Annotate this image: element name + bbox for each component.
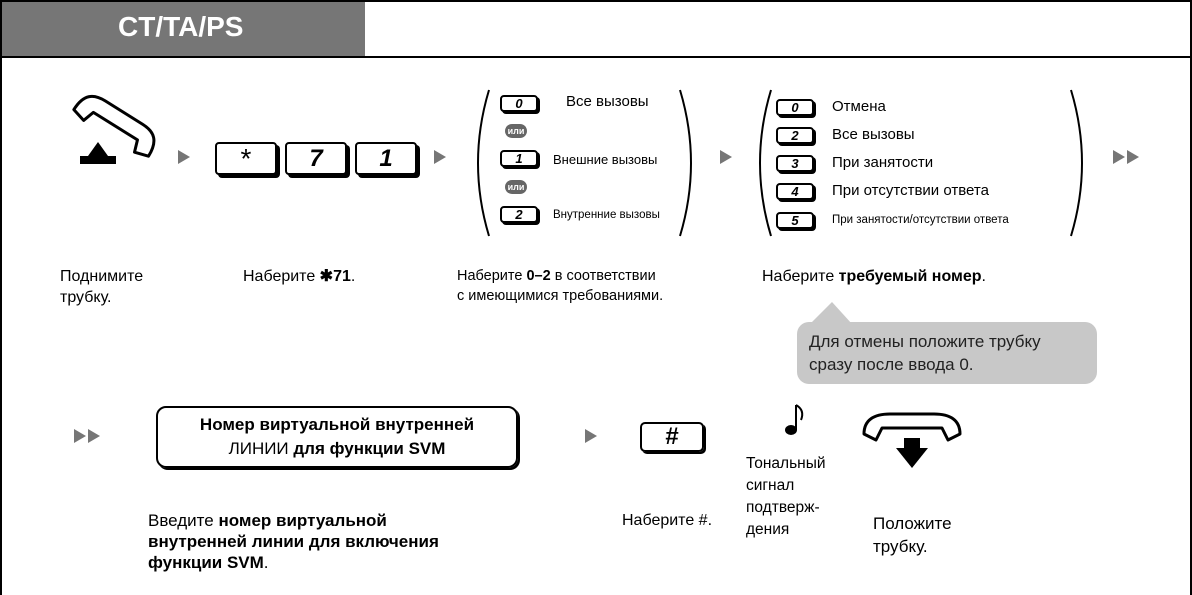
music-note-icon [785, 404, 804, 435]
or-badge: или [505, 180, 527, 194]
step7-caption: Тональный сигнал подтверж- дения [746, 455, 826, 538]
step5-caption: Введите номер виртуальной внутренней лин… [148, 511, 439, 572]
option-key-0: 0 [500, 95, 538, 112]
option-label: Все вызовы [832, 126, 915, 143]
or-badge: или [505, 124, 527, 138]
option-label: Отмена [832, 98, 886, 115]
left-bracket [477, 89, 490, 237]
handset-hangup-icon [862, 412, 962, 468]
option-label: Все вызовы [566, 93, 649, 110]
option-key-0: 0 [776, 99, 814, 116]
continue-arrow [1113, 150, 1141, 169]
step2-caption: Наберите ✱71. [243, 268, 356, 285]
key-1: 1 [355, 142, 417, 175]
option-label: При занятости [832, 154, 934, 171]
header-divider [2, 56, 1190, 58]
flow-arrow [585, 429, 597, 443]
option-label: Внутренние вызовы [553, 209, 660, 221]
left-bracket [759, 89, 772, 237]
key-7: 7 [285, 142, 347, 175]
option-label: При занятости/отсутствии ответа [832, 214, 1009, 226]
header-bar: CT/TA/PS [2, 2, 365, 56]
header-title: CT/TA/PS [118, 11, 244, 42]
continue-arrow [74, 429, 102, 448]
option-key-2: 2 [500, 206, 538, 223]
option-label: При отсутствии ответа [832, 182, 989, 199]
flow-arrow [720, 150, 732, 164]
step6-caption: Наберите #. [622, 512, 713, 529]
note-bubble-tail [810, 302, 852, 324]
option-key-5: 5 [776, 212, 814, 229]
key-star: * [215, 142, 277, 175]
option-key-1: 1 [500, 150, 538, 167]
option-key-4: 4 [776, 183, 814, 200]
flow-arrow [178, 150, 190, 164]
step4-caption: Наберите требуемый номер. [762, 268, 986, 285]
handset-lift-icon [72, 94, 156, 164]
right-bracket [679, 89, 692, 237]
option-key-3: 3 [776, 155, 814, 172]
virtual-extension-box: Номер виртуальной внутренней ЛИНИИ для ф… [156, 406, 518, 468]
right-bracket [1070, 89, 1083, 237]
option-label: Внешние вызовы [553, 152, 658, 167]
key-hash: # [640, 422, 704, 452]
step3-caption: Наберите 0–2 в соответствии с имеющимися… [457, 268, 664, 304]
option-key-2: 2 [776, 127, 814, 144]
flow-arrow [434, 150, 446, 164]
